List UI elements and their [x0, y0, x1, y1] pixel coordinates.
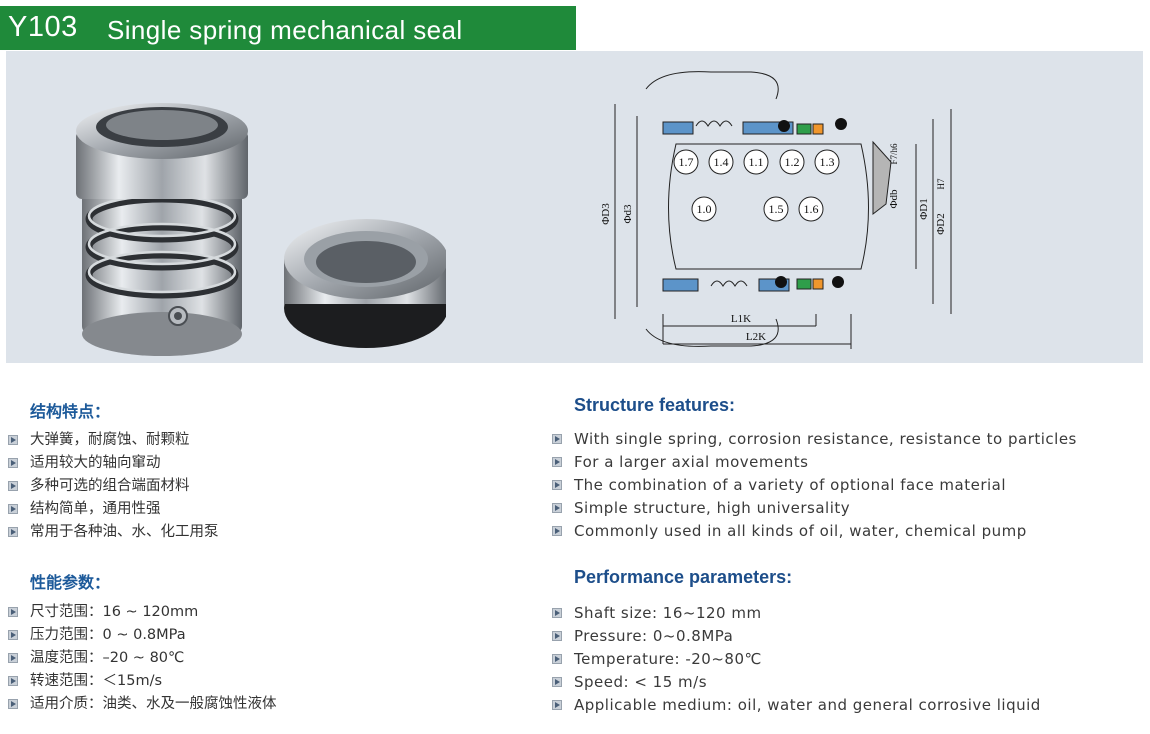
cn-structure-list: 大弹簧，耐腐蚀、耐颗粒 适用较大的轴向窜动 多种可选的组合端面材料 结构简单，通… — [8, 429, 219, 544]
model-code: Y103 — [8, 11, 78, 43]
callout-1-6: 1.6 — [798, 196, 824, 222]
bullet-icon — [8, 481, 18, 491]
lower-seal-section — [662, 276, 844, 292]
dim-D2: ΦD2 — [935, 213, 947, 234]
product-title: Single spring mechanical seal — [107, 15, 463, 45]
callout-1-2: 1.2 — [779, 149, 805, 175]
list-item: 压力范围：0 ~ 0.8MPa — [8, 624, 277, 647]
svg-text:1.0: 1.0 — [697, 202, 712, 216]
callout-1-1: 1.1 — [743, 149, 769, 175]
title-bar: Y103 Single spring mechanical seal — [0, 6, 576, 50]
en-structure-list: With single spring, corrosion resistance… — [552, 428, 1077, 543]
technical-drawing: 1.7 1.4 1.1 1.2 1.3 1.0 1.5 1.6 ΦD3 Φd3 … — [601, 71, 952, 349]
en-performance-list: Shaft size: 16~120 mm Pressure: 0~0.8MPa… — [552, 602, 1041, 717]
list-item: Simple structure, high universality — [552, 497, 1077, 520]
svg-text:1.2: 1.2 — [785, 155, 800, 169]
list-item: 大弹簧，耐腐蚀、耐颗粒 — [8, 429, 219, 452]
list-item: 常用于各种油、水、化工用泵 — [8, 521, 219, 544]
callout-1-3: 1.3 — [814, 149, 840, 175]
dim-D3: ΦD3 — [601, 203, 612, 225]
rotating-assembly — [76, 103, 248, 356]
bullet-icon — [8, 435, 18, 445]
dim-D2-fit: H7 — [936, 178, 946, 189]
bullet-icon — [552, 503, 562, 513]
list-item: 尺寸范围：16 ~ 120mm — [8, 601, 277, 624]
svg-text:1.1: 1.1 — [749, 155, 764, 169]
bullet-icon — [8, 630, 18, 640]
dim-d3: Φd3 — [622, 204, 634, 224]
list-item: 适用介质：油类、水及一般腐蚀性液体 — [8, 693, 277, 716]
en-performance-heading: Performance parameters: — [574, 567, 793, 587]
callout-1-4: 1.4 — [708, 149, 734, 175]
svg-text:1.3: 1.3 — [820, 155, 835, 169]
list-item: 结构简单，通用性强 — [8, 498, 219, 521]
callout-1-5: 1.5 — [763, 196, 789, 222]
bullet-icon — [552, 631, 562, 641]
bullet-icon — [552, 526, 562, 536]
bullet-icon — [8, 699, 18, 709]
list-item: Commonly used in all kinds of oil, water… — [552, 520, 1077, 543]
list-item: Temperature: -20~80℃ — [552, 648, 1041, 671]
list-item: Speed: < 15 m/s — [552, 671, 1041, 694]
dim-db: Φdb — [888, 189, 900, 209]
list-item: 转速范围：＜15m/s — [8, 670, 277, 693]
bullet-icon — [552, 480, 562, 490]
image-panel: 1.7 1.4 1.1 1.2 1.3 1.0 1.5 1.6 ΦD3 Φd3 … — [6, 51, 1143, 363]
dim-L2K: L2K — [746, 331, 766, 343]
bullet-icon — [552, 608, 562, 618]
cn-structure-heading: 结构特点： — [30, 402, 111, 421]
svg-text:1.6: 1.6 — [804, 202, 819, 216]
dim-db-fit: F7/h6 — [889, 143, 899, 165]
bullet-icon — [552, 700, 562, 710]
bullet-icon — [552, 457, 562, 467]
bullet-icon — [552, 677, 562, 687]
bullet-icon — [8, 607, 18, 617]
dim-L1K: L1K — [731, 313, 751, 325]
list-item: The combination of a variety of optional… — [552, 474, 1077, 497]
svg-text:1.4: 1.4 — [714, 155, 729, 169]
list-item: Shaft size: 16~120 mm — [552, 602, 1041, 625]
list-item: Pressure: 0~0.8MPa — [552, 625, 1041, 648]
list-item: 温度范围：–20 ~ 80℃ — [8, 647, 277, 670]
svg-text:1.5: 1.5 — [769, 202, 784, 216]
seal-product-photo — [76, 103, 446, 356]
bullet-icon — [8, 458, 18, 468]
svg-text:1.7: 1.7 — [679, 155, 694, 169]
list-item: For a larger axial movements — [552, 451, 1077, 474]
bullet-icon — [8, 676, 18, 686]
list-item: 适用较大的轴向窜动 — [8, 452, 219, 475]
list-item: 多种可选的组合端面材料 — [8, 475, 219, 498]
list-item: Applicable medium: oil, water and genera… — [552, 694, 1041, 717]
en-structure-heading: Structure features: — [574, 395, 736, 415]
cn-performance-list: 尺寸范围：16 ~ 120mm 压力范围：0 ~ 0.8MPa 温度范围：–20… — [8, 601, 277, 716]
bullet-icon — [8, 653, 18, 663]
callout-1-7: 1.7 — [673, 149, 699, 175]
callout-1-0: 1.0 — [691, 196, 717, 222]
bullet-icon — [552, 654, 562, 664]
cn-performance-heading: 性能参数： — [30, 573, 111, 592]
bullet-icon — [8, 504, 18, 514]
upper-seal-section — [662, 118, 847, 135]
bullet-icon — [8, 527, 18, 537]
dim-D1: ΦD1 — [918, 198, 930, 219]
stationary-seat — [284, 219, 446, 348]
list-item: With single spring, corrosion resistance… — [552, 428, 1077, 451]
bullet-icon — [552, 434, 562, 444]
